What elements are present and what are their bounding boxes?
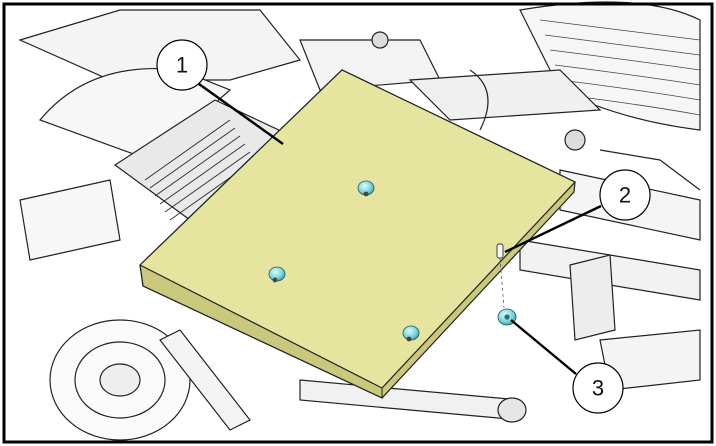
bolt-icon xyxy=(496,243,505,309)
callout-3: 3 xyxy=(572,362,624,414)
leader-line-2 xyxy=(504,204,602,254)
leader-line-1 xyxy=(198,83,284,145)
callout-label-3: 3 xyxy=(592,376,604,401)
skid-plate xyxy=(138,69,576,399)
mounting-nut-icon xyxy=(402,325,420,342)
callout-2: 2 xyxy=(599,169,651,221)
callout-label-1: 1 xyxy=(176,53,188,78)
leader-lines xyxy=(198,83,602,375)
callout-1: 1 xyxy=(156,39,208,91)
callout-label-2: 2 xyxy=(619,183,631,208)
mounting-nut-icon xyxy=(268,266,286,283)
chassis-line-art xyxy=(18,1,701,441)
leader-line-3 xyxy=(510,319,577,375)
mounting-nut-icon xyxy=(357,180,375,197)
